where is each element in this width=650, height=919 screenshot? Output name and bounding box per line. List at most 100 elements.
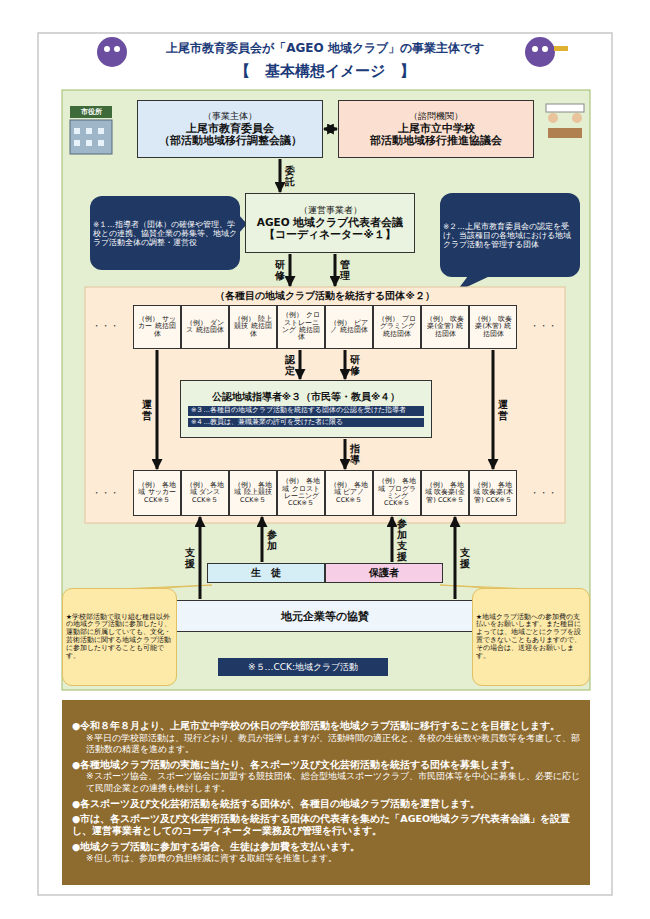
node-text: ※但し市は、参加費の負担軽減に資する取組等を推進します。 [72,853,580,865]
club-box: （例） 各地域 吹奏楽(金管) CCK※５ [421,470,469,516]
umbrella-org-box: （例） ダンス 統括団体 [181,305,229,349]
node-text: ●各種地域クラブ活動の実施に当たり、各スポーツ及び文化芸術活動を統括する団体を募… [72,759,580,771]
umbrella-org-box: （例） ピアノ 統括団体 [325,305,373,349]
club-box: （例） 各地域 プログラミング CCK※５ [373,470,421,516]
edge-label: 指導 [350,442,360,466]
node-text: （例） 各地域 サッカー CCK※５ [137,482,177,504]
node-text: （例） 各地域 ダンス CCK※５ [185,482,225,504]
umbrella-org-box: （例） 陸上競技 統括団体 [229,305,277,349]
connector-arrow [334,254,337,286]
ellipsis: ・・・ [90,487,120,500]
node-text: （例） 各地域 クロストレーニング CCK※５ [281,478,321,508]
node-text: （例） サッカー 統括団体 [137,316,177,338]
node-text: ●令和８年８月より、上尾市立中学校の休日の学校部活動を地域クラブ活動に移行するこ… [72,720,580,732]
page-frame [38,33,612,895]
panel-fill [85,287,565,523]
node-text: （例） 各地域 吹奏楽(木管) CCK※５ [473,482,513,504]
connector-arrow [344,439,347,469]
node-text: 生 徒 [211,567,321,579]
edge-label: 参加 [267,528,277,552]
node-text: ※３…各種目の地域クラブ活動を統括する団体の公認を受けた指導者 [188,406,424,416]
connector-arrow [391,517,394,562]
connector-arrow [289,254,292,286]
node-text: 地元企業等の協賛 [179,610,471,623]
operator-box: （運営事業者）AGEO 地域クラブ代表者会議【コーディネーター※１】 [245,193,415,253]
edge-label: 運営 [142,398,152,422]
node-text: 【コーディネーター※１】 [249,228,411,241]
node-text: ●地域クラブ活動に参加する場合、生徒は参加費を支払います。 [72,841,580,853]
node-text: 上尾市教育委員会 （部活動地域移行調整会議） [141,122,319,147]
edge-label: 支援 [460,546,470,570]
icon-label: 市役所 [70,107,112,117]
note-callout: ※１…指導者（団体）の確保や管理、学校との連携、協賛企業の募集等、地域クラブ活動… [90,196,240,270]
student-box: 生 徒 [207,563,325,583]
node-text: ※平日の学校部活動は、現行どおり、教員が指導しますが、活動時間の適正化と、各校の… [72,733,580,756]
connector-arrow [261,517,264,562]
node-text: ※４…教員は、兼職兼業の許可を受けた者に限る [188,418,424,428]
meeting-icon [546,104,584,138]
node-text: （例） 陸上競技 統括団体 [233,316,273,338]
umbrella-panel: （各種目の地域クラブ活動を統括する団体※２）（例） サッカー 統括団体（例） ダ… [85,287,565,523]
connector-arrow [324,128,337,131]
node-text: ★地域クラブ活動への参加費の支払いをお願いします。また種目によっては、地域ごとに… [476,614,586,661]
node-text: 上尾市立中学校 部活動地域移行推進協議会 [342,122,530,147]
city-hall-icon [70,106,112,154]
green-panel [62,90,590,690]
connector-arrow [199,517,202,599]
note-callout: ★学校部活動で取り組む種目以外の地域クラブ活動に参加したり、運動部に所属していて… [62,588,177,686]
guardian-box: 保護者 [325,563,443,583]
title: 上尾市教育委員会が「AGEO 地域クラブ」の事業主体です [0,40,650,57]
edge-label: 認定 [285,353,295,377]
summary-box: ●令和８年８月より、上尾市立中学校の休日の学校部活動を地域クラブ活動に移行するこ… [62,700,590,885]
club-box: （例） 各地域 ピアノ CCK※５ [325,470,373,516]
ellipsis: ・・・ [90,320,120,333]
node-text: （例） 各地域 吹奏楽(金管) CCK※５ [425,482,465,504]
node-text: （例） クロストレーニング 統括団体 [281,312,321,342]
connector-arrow [344,350,347,379]
advisory-box: （諮問機関）上尾市立中学校 部活動地域移行推進協議会 [338,100,534,158]
node-text: （事業主体） [141,111,319,122]
node-text: （例） 各地域 陸上競技 CCK※５ [233,482,273,504]
ellipsis: ・・・ [528,320,558,333]
node-text: （例） 各地域 プログラミング CCK※５ [377,478,417,508]
node-text: （例） ピアノ 統括団体 [329,320,369,335]
edge-label: 参加 支援 [397,517,407,563]
node-text: （例） プログラミング 統括団体 [377,316,417,338]
node-text: （例） 吹奏楽(金管) 統括団体 [425,316,465,338]
node-text: AGEO 地域クラブ代表者会議 [249,216,411,229]
footnote-box: ※５…CCK:地域クラブ活動 [218,658,388,676]
connector-arrow [279,159,282,192]
node-text: （諮問機関） [342,111,530,122]
node-text: （例） 吹奏楽(木管) 統括団体 [473,316,513,338]
subtitle: 【 基本構想イメージ 】 [0,62,650,81]
umbrella-org-box: （例） 吹奏楽(金管) 統括団体 [421,305,469,349]
club-box: （例） 各地域 ダンス CCK※５ [181,470,229,516]
node-text: ●市は、各スポーツ及び文化芸術活動を統括する団体の代表者を集めた「AGEO地域ク… [72,813,580,838]
node-text: （例） 各地域 ピアノ CCK※５ [329,482,369,504]
club-box: （例） 各地域 サッカー CCK※５ [133,470,181,516]
organizer-box: （事業主体）上尾市教育委員会 （部活動地域移行調整会議） [137,100,323,158]
note-callout: ★地域クラブ活動への参加費の支払いをお願いします。また種目によっては、地域ごとに… [472,588,590,686]
edge-label: 研修 [350,353,360,377]
edge-label: 研修 [275,258,285,282]
edge-label: 運営 [498,398,508,422]
node-text: ※５…CCK:地域クラブ活動 [221,662,385,673]
club-box: （例） 各地域 陸上競技 CCK※５ [229,470,277,516]
node-text: ●各スポーツ及び文化芸術活動を統括する団体が、各種目の地域クラブ活動を運営します… [72,798,580,810]
node-text: 公認地域指導者※３（市民等・教員※４） [184,391,428,402]
connector-arrow [454,517,457,599]
instructor-box: 公認地域指導者※３（市民等・教員※４） ※３…各種目の地域クラブ活動を統括する団体… [180,380,432,438]
ellipsis: ・・・ [528,487,558,500]
umbrella-org-box: （例） サッカー 統括団体 [133,305,181,349]
club-box: （例） 各地域 吹奏楽(木管) CCK※５ [469,470,517,516]
note-callout: ※２…上尾市教育委員会の認定を受け、当該種目の各地域における地域クラブ活動を管理… [440,193,580,277]
umbrella-org-box: （例） プログラミング 統括団体 [373,305,421,349]
edge-label: 委託 [285,164,295,188]
edge-label: 支援 [185,546,195,570]
node-text: ★学校部活動で取り組む種目以外の地域クラブ活動に参加したり、運動部に所属していて… [66,614,173,661]
node-text: ※１…指導者（団体）の確保や管理、学校との連携、協賛企業の募集等、地域クラブ活動… [93,220,237,247]
connector-arrow [156,350,159,469]
node-text: （例） ダンス 統括団体 [185,320,225,335]
umbrella-org-box: （例） クロストレーニング 統括団体 [277,305,325,349]
sponsor-box: 地元企業等の協賛 [175,600,475,632]
